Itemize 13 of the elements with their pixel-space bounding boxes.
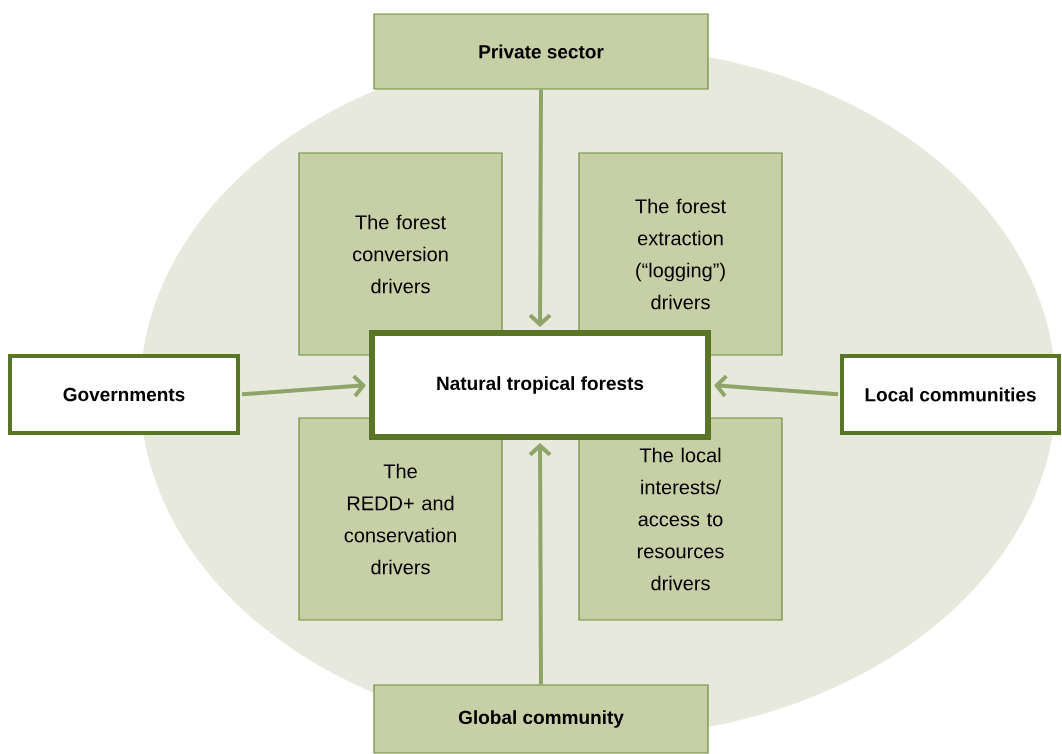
driver-box: The forest extraction (“logging”) drivers bbox=[578, 152, 783, 356]
arrow bbox=[528, 89, 552, 327]
actor-box: Local communities bbox=[840, 354, 1061, 435]
actor-box: Private sector bbox=[373, 13, 709, 90]
arrow bbox=[241, 374, 366, 398]
arrow bbox=[714, 374, 839, 398]
driver-box: The REDD+ and conservation drivers bbox=[298, 417, 503, 621]
actor-box: Governments bbox=[8, 354, 240, 435]
actor-box: Global community bbox=[373, 684, 709, 754]
forest-box: Natural tropical forests bbox=[369, 330, 711, 440]
driver-box: The local interests/ access to resources drivers bbox=[578, 417, 783, 621]
arrow bbox=[528, 443, 552, 685]
driver-box: The forest conversion drivers bbox=[298, 152, 503, 356]
